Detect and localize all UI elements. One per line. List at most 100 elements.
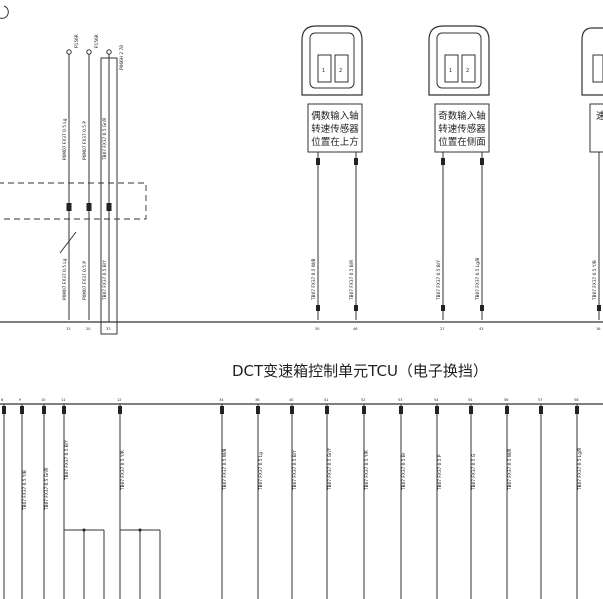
splice	[354, 305, 358, 311]
wire-label: TB07 FX37 0.5 Gr/Y	[327, 448, 333, 491]
wire-label: P0M07 FX37 0.5 P	[82, 261, 88, 300]
lower-wire-group: 8 9 10 11 12 34 36 40 41 52 53 54 55 56 …	[1, 398, 583, 599]
wire-label: TB07 FX37 0.5 Gr/R	[102, 118, 108, 161]
pin-number: 9	[19, 398, 21, 402]
wire-label: TB07 FX37 0.5 Y/R	[364, 450, 370, 491]
pin-number: 16	[596, 327, 600, 331]
pin-number: 10	[41, 398, 45, 402]
splice	[316, 305, 320, 311]
pin-number: 43	[479, 327, 483, 331]
pin-number: 40	[289, 398, 293, 402]
sensor-label-line: 速	[596, 111, 603, 122]
connector-inner	[309, 32, 355, 89]
connector-pin-box	[317, 54, 332, 83]
connector-mark	[435, 406, 439, 414]
connector-pin-box	[444, 54, 459, 83]
connector-mark	[42, 406, 46, 414]
wire-label: TB07 FX37 0.5 B/Y	[436, 260, 442, 301]
splice	[480, 305, 484, 311]
wire-label: TB07 FX37 0.5 B/Y	[292, 450, 298, 491]
wire-label: P0M07 FX37 0.5 Lg	[62, 118, 68, 160]
splice	[480, 158, 484, 165]
wire-label: TB07 FX37 0.5 W/B	[311, 258, 317, 301]
terminal-circle	[66, 49, 72, 55]
terminal-circle	[106, 49, 112, 55]
pin-number: 8	[1, 398, 3, 402]
pin-number: 33	[106, 327, 110, 331]
connector-body	[428, 25, 490, 96]
wire-label: TB07 FX37 0.5 Gr/R	[44, 468, 50, 511]
connector-mark	[399, 406, 403, 414]
tcu-upper-pins: 13 20 33 30 46 27 43 16	[66, 327, 600, 331]
connector-mark	[2, 406, 6, 414]
wire-label: P156R	[94, 34, 100, 48]
wire-label: P156R	[74, 34, 80, 48]
pin-number: 52	[361, 398, 365, 402]
connector-mark	[469, 406, 473, 414]
pin-number: 53	[398, 398, 402, 402]
connector-inner	[436, 32, 482, 89]
pin-label: 1	[449, 68, 452, 74]
pin-number: 41	[324, 398, 328, 402]
connector-body	[581, 27, 603, 96]
wire-label: P0M07 FX37 0.5 P	[82, 121, 88, 160]
sensor-label-line: 位置在侧面	[438, 136, 486, 148]
connector-mark	[256, 406, 260, 414]
splice	[316, 158, 320, 165]
connector-mark	[118, 406, 122, 414]
pin-number: 30	[315, 327, 319, 331]
wire-label: TB07 FX37 0.5 B/Y	[64, 440, 70, 481]
corner-circle	[0, 5, 9, 19]
splice	[441, 158, 445, 165]
tcu-title: DCT变速箱控制单元TCU（电子换挡）	[232, 362, 488, 380]
wire-label: P066H 2 78	[119, 45, 125, 70]
splice	[106, 203, 112, 211]
sensor-label-box	[434, 103, 490, 153]
pin-number: 57	[538, 398, 542, 402]
sensor-label-box	[307, 103, 363, 153]
sensor-label-line: 转速传感器	[438, 123, 486, 135]
sensor-partial: 速 TB07 FX37 0.5 Y/B	[581, 27, 603, 320]
sensor-label-line: 位置在上方	[311, 136, 359, 148]
terminal-circle	[86, 49, 92, 55]
dashed-harness-box	[0, 182, 147, 220]
pin-label: 2	[466, 68, 469, 74]
connector-mark	[362, 406, 366, 414]
sensor-odd-input-shaft: 1 2 奇数输入轴 转速传感器 位置在侧面 TB07 FX37 0.5 B/Y …	[428, 25, 490, 320]
splice	[354, 158, 358, 165]
pin-number: 12	[117, 398, 121, 402]
connector-mark	[325, 406, 329, 414]
left-wire-group: P156R P0M07 FX37 0.5 Lg P0M07 FX37 0.5 L…	[0, 34, 147, 335]
pin-number: 34	[219, 398, 224, 402]
wire-label: TB07 FX37 0.5 Y/R	[120, 450, 126, 491]
wire-label: TB07 FX37 0.5 Lg/B	[475, 258, 481, 301]
diagonal-link	[59, 231, 77, 254]
splice	[597, 305, 601, 311]
sensor-label-line: 奇数输入轴	[438, 110, 486, 122]
junction-dot	[138, 528, 142, 532]
wire-label: TB07 FX37 0.5 Y/B	[592, 260, 598, 301]
pin-number: 46	[353, 327, 357, 331]
pin-number: 27	[440, 327, 444, 331]
sensor-label-line: 偶数输入轴	[311, 110, 359, 122]
pin-number: 11	[61, 398, 65, 402]
wire-label: TB07 FX37 0.5 Lg	[258, 452, 264, 491]
wire-label: TB07 FX37 0.5 Lg/R	[577, 448, 583, 491]
connector-mark	[575, 406, 579, 414]
wire-label: TB07 FX37 0.5 G	[471, 454, 477, 491]
sensor-even-input-shaft: 1 2 偶数输入轴 转速传感器 位置在上方 TB07 FX37 0.5 W/B …	[301, 25, 363, 320]
pin-label: 2	[339, 68, 342, 74]
wire-label: TB07 FX37 0.5 P	[437, 454, 443, 491]
connector-mark	[505, 406, 509, 414]
wire-label: TB07 FX37 0.5 B/R	[349, 260, 355, 301]
junction-dot	[82, 528, 86, 532]
sensor-label-box	[589, 103, 603, 153]
pin-number: 56	[504, 398, 508, 402]
connector-pin-box	[592, 54, 603, 83]
connector-mark	[62, 406, 66, 414]
pin-label: 1	[322, 68, 325, 74]
splice	[66, 203, 72, 211]
connector-mark	[539, 406, 543, 414]
sensor-label-line: 转速传感器	[311, 123, 359, 135]
